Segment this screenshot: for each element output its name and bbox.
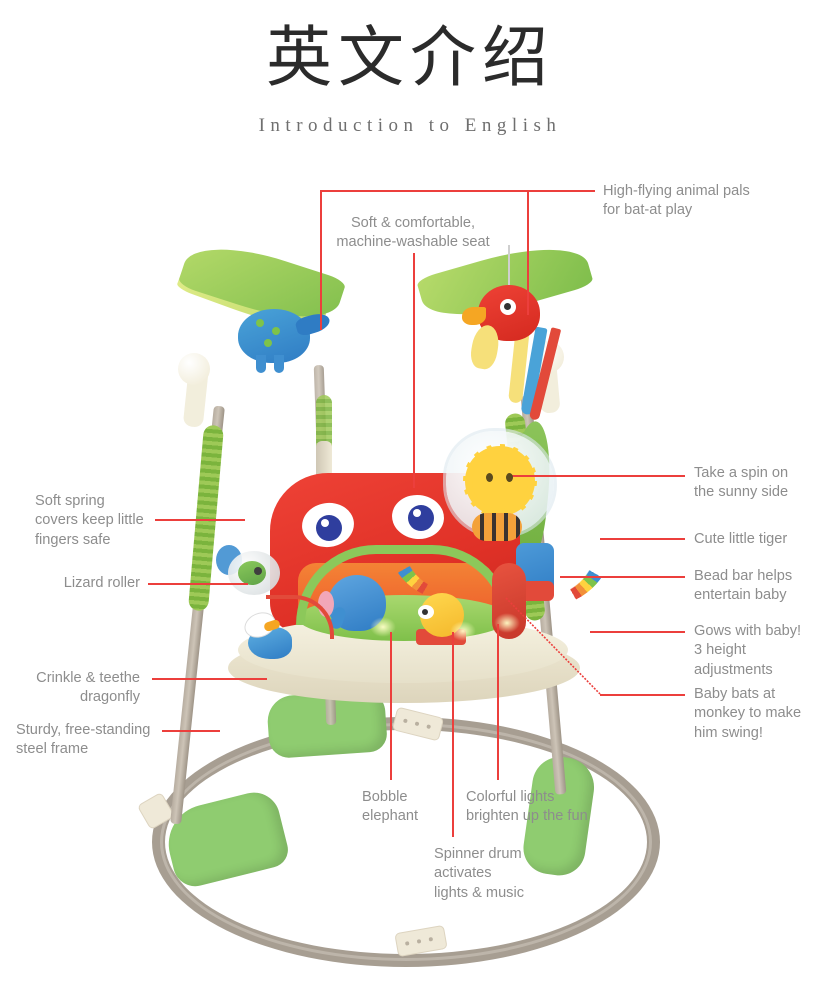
parrot-eye: [500, 299, 516, 315]
label-high-flying-animal-pals: High-flying animal pals for bat-at play: [603, 183, 750, 219]
leader-line-spinner-drum: [452, 632, 454, 837]
label-lizard-roller: Lizard roller: [63, 575, 140, 591]
leader-line-high-flying-left-drop: [320, 190, 322, 330]
label-baby-bats-monkey: Baby bats at monkey to make him swing!: [694, 686, 802, 741]
leader-line-dragonfly: [152, 678, 267, 680]
leader-line-cute-tiger: [600, 538, 685, 540]
blue-bird-plush-toy: [238, 309, 332, 373]
product-illustration: [120, 231, 700, 985]
leader-line-grows-with-baby: [590, 631, 685, 633]
frog-pupil-left: [316, 515, 342, 541]
page-title-chinese: 英文介绍: [266, 22, 554, 95]
label-soft-spring-covers: Soft spring covers keep little fingers s…: [35, 493, 144, 548]
page-subtitle-english: Introduction to English: [258, 115, 562, 136]
lizard-roller: [228, 551, 280, 595]
leader-line-lizard-roller: [148, 583, 248, 585]
crinkle-dragonfly-toy: [240, 607, 292, 659]
label-spinner-drum: Spinner drum activates lights & music: [434, 846, 525, 901]
leader-line-baby-bats-monkey: [600, 694, 685, 696]
leader-line-soft-seat: [413, 253, 415, 488]
parrot-wing: [468, 323, 502, 371]
light-glow-center: [450, 621, 476, 641]
leader-line-soft-spring: [155, 519, 245, 521]
leader-line-bobble-elephant: [390, 632, 392, 780]
header: 英文介绍 Introduction to English: [0, 0, 820, 137]
light-glow-left: [370, 617, 396, 637]
label-bead-bar: Bead bar helps entertain baby: [694, 568, 793, 604]
leader-line-high-flying-right-drop: [527, 190, 529, 315]
leader-line-high-flying: [320, 190, 595, 192]
label-sturdy-steel-frame: Sturdy, free-standing steel frame: [16, 722, 151, 758]
leader-line-steel-frame: [162, 730, 220, 732]
tiger-toy: [472, 513, 522, 541]
leader-line-bead-bar: [560, 576, 685, 578]
label-soft-comfortable-seat: Soft & comfortable, machine-washable sea…: [336, 215, 490, 251]
label-take-a-spin: Take a spin on the sunny side: [694, 465, 789, 501]
leader-line-take-a-spin: [510, 475, 685, 477]
post-ball-left: [178, 353, 210, 385]
label-grows-with-baby: Gows with baby! 3 height adjustments: [694, 623, 802, 678]
label-colorful-lights: Colorful lights brighten up the fun: [466, 789, 588, 825]
parrot-hanging-string: [508, 245, 510, 289]
label-bobble-elephant: Bobble elephant: [362, 789, 418, 825]
parrot-plush-toy: [462, 285, 540, 371]
leader-line-colorful-lights: [497, 624, 499, 780]
label-cute-little-tiger: Cute little tiger: [694, 531, 788, 547]
label-crinkle-dragonfly: Crinkle & teethe dragonfly: [36, 670, 140, 706]
parrot-beak: [462, 307, 486, 325]
sun-spinner-icon: [463, 444, 537, 518]
